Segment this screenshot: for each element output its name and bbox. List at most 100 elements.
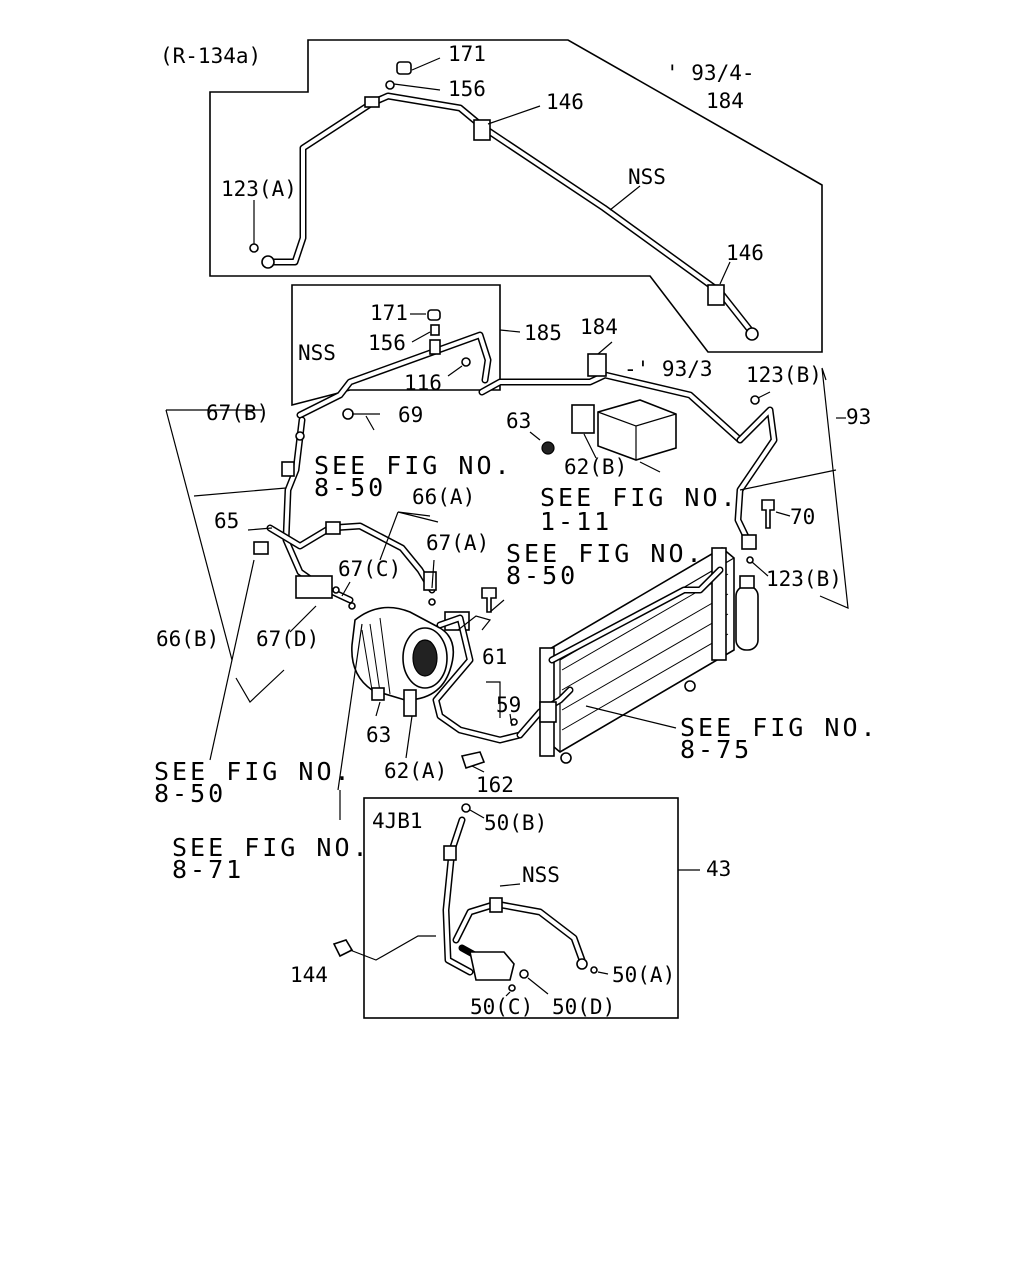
bracket-icon (403, 689, 417, 717)
hose-fitting-icon (443, 845, 457, 861)
part-label-66b: 66(B) (156, 627, 219, 651)
part-label-162: 162 (476, 773, 514, 797)
manifold-block-icon (469, 951, 515, 981)
part-label-59: 59 (496, 693, 521, 717)
bolt-icon (541, 441, 555, 455)
part-label-123b: 123(B) (746, 363, 822, 387)
o-ring-icon (342, 408, 354, 420)
part-label-66a: 66(A) (412, 485, 475, 509)
see-fig-ref-1-11[interactable]: SEE FIG NO. (540, 483, 739, 512)
part-label-63: 63 (506, 409, 531, 433)
see-fig-ref-8-50[interactable]: SEE FIG NO. (314, 451, 513, 480)
see-fig-ref-8-50-number[interactable]: 8-50 (154, 779, 226, 808)
pipe-185-box (291, 284, 521, 420)
see-fig-ref-8-50[interactable]: SEE FIG NO. (154, 757, 353, 786)
part-label-43: 43 (706, 857, 731, 881)
part-label-93-3: -' 93/3 (624, 357, 713, 381)
part-label-184: 184 (706, 89, 744, 113)
refrigerant-label: (R-134a) (160, 44, 261, 68)
part-label-156: 156 (448, 77, 486, 101)
o-ring-icon (508, 984, 516, 992)
o-ring-icon (746, 556, 754, 564)
see-fig-ref-8-71[interactable]: SEE FIG NO. (172, 833, 371, 862)
see-fig-ref-8-75-number[interactable]: 8-75 (680, 735, 752, 764)
condenser-side-tank-icon (711, 547, 727, 661)
see-fig-ref-8-50-number[interactable]: 8-50 (314, 473, 386, 502)
part-number-labels: 171 156 146 ' 93/4- 184 123(A) NSS 146 1… (156, 42, 871, 1019)
o-ring-icon (519, 969, 529, 979)
part-label-146: 146 (726, 241, 764, 265)
o-ring-icon (461, 803, 471, 813)
part-label-67a: 67(A) (426, 531, 489, 555)
bracket-icon (571, 404, 595, 434)
hose-fitting-icon (423, 571, 437, 591)
clamp-icon (707, 284, 725, 306)
hose-sleeve-icon (489, 897, 503, 913)
o-ring-icon (461, 357, 471, 367)
engine-label: 4JB1 (372, 809, 423, 833)
part-label-171: 171 (370, 301, 408, 325)
flare-nut-icon (741, 534, 757, 550)
part-label-nss: NSS (522, 863, 560, 887)
flare-nut-icon (261, 255, 275, 269)
bolt-icon (761, 499, 775, 529)
cap-nut-icon (427, 309, 441, 321)
o-ring-icon (750, 395, 760, 405)
bolt-icon (460, 751, 486, 770)
r134a-inset-box: (R-134a) (160, 39, 823, 353)
o-ring-icon (385, 80, 395, 90)
part-label-62a: 62(A) (384, 759, 447, 783)
part-label-93-4: ' 93/4- (666, 61, 755, 85)
valve-core-icon (430, 324, 440, 336)
bolt-icon (332, 939, 354, 958)
part-label-144: 144 (290, 963, 328, 987)
part-label-67b: 67(B) (206, 401, 269, 425)
part-label-123b: 123(B) (766, 567, 842, 591)
part-label-63: 63 (366, 723, 391, 747)
o-ring-icon (249, 243, 259, 253)
o-ring-icon (428, 598, 436, 606)
part-label-156: 156 (368, 331, 406, 355)
part-label-62b: 62(B) (564, 455, 627, 479)
part-label-146: 146 (546, 90, 584, 114)
see-fig-ref-1-11-number[interactable]: 1-11 (540, 507, 612, 536)
o-ring-icon (348, 602, 356, 610)
o-ring-icon (590, 966, 598, 974)
part-label-185: 185 (524, 321, 562, 345)
cap-nut-icon (396, 61, 412, 75)
bolt-icon (371, 687, 385, 701)
flare-nut-icon (745, 327, 759, 341)
engine-4jb1-box: 4JB1 (332, 797, 700, 1019)
bolt-icon (481, 587, 497, 613)
part-label-50b: 50(B) (484, 811, 547, 835)
see-fig-ref-8-50-number[interactable]: 8-50 (506, 561, 578, 590)
label-tag-icon (587, 353, 607, 377)
part-label-61: 61 (482, 645, 507, 669)
part-label-171: 171 (448, 42, 486, 66)
part-label-50a: 50(A) (612, 963, 675, 987)
joint-icon (364, 96, 380, 108)
see-fig-ref-8-71-number[interactable]: 8-71 (172, 855, 244, 884)
part-label-65: 65 (214, 509, 239, 533)
part-label-69: 69 (398, 403, 423, 427)
hose-fitting-icon (281, 461, 295, 477)
part-label-70: 70 (790, 505, 815, 529)
manifold-block-icon (295, 575, 333, 599)
bracket-icon (539, 701, 557, 723)
part-label-93: 93 (846, 405, 871, 429)
main-assembly (165, 341, 849, 820)
part-label-184: 184 (580, 315, 618, 339)
part-label-50c: 50(C) (470, 995, 533, 1019)
part-label-116: 116 (404, 371, 442, 395)
part-label-nss: NSS (628, 165, 666, 189)
part-label-67c: 67(C) (338, 557, 401, 581)
flare-nut-icon (576, 958, 588, 970)
part-label-50d: 50(D) (552, 995, 615, 1019)
part-label-nss: NSS (298, 341, 336, 365)
see-fig-ref-8-75[interactable]: SEE FIG NO. (680, 713, 879, 742)
part-label-123a: 123(A) (221, 177, 297, 201)
figure-references: SEE FIG NO. 8-50 SEE FIG NO. 1-11 SEE FI… (154, 451, 879, 884)
see-fig-ref-8-50[interactable]: SEE FIG NO. (506, 539, 705, 568)
clamp-icon (473, 119, 491, 141)
